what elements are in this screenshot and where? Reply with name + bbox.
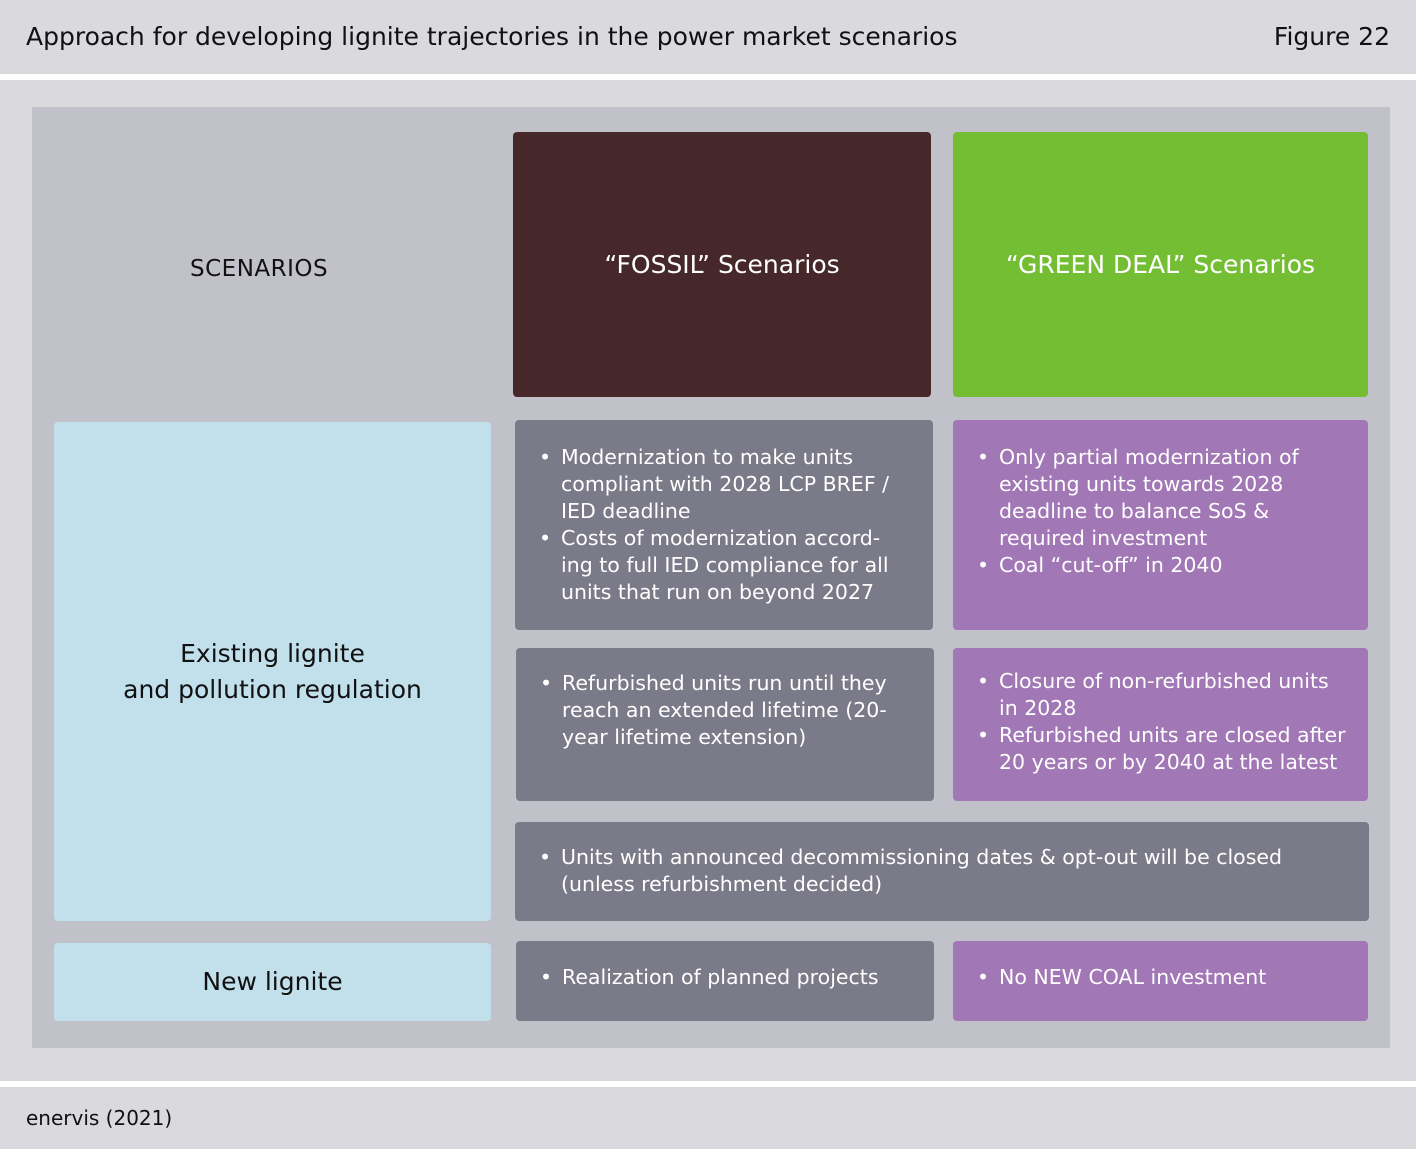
new-lignite-label: New lignite xyxy=(202,967,343,996)
header-divider xyxy=(0,74,1416,80)
bullet-item: Refurbished units are closed after 20 ye… xyxy=(953,722,1348,776)
green-new-lignite-cell: No NEW COAL investment xyxy=(953,941,1368,1021)
green-deal-scenarios-title: “GREEN DEAL” Scenarios xyxy=(1005,250,1316,279)
green-modernization-cell: Only partial modernization of existing u… xyxy=(953,420,1368,630)
bullet-item: Realization of planned projects xyxy=(516,964,934,991)
fossil-scenarios-header: “FOSSIL” Scenarios xyxy=(513,132,931,397)
bullet-item: Refurbished units run until they reach a… xyxy=(516,670,904,751)
bullet-item: Costs of modernization accord-ing to ful… xyxy=(515,525,903,606)
fossil-modernization-cell: Modernization to make units compliant wi… xyxy=(515,420,933,630)
existing-lignite-row-label: Existing lignite and pollution regulatio… xyxy=(54,422,491,921)
figure-header: Approach for developing lignite trajecto… xyxy=(0,0,1416,74)
figure-number: Figure 22 xyxy=(1273,22,1390,51)
shared-decommissioning-cell: Units with announced decommissioning dat… xyxy=(515,822,1369,921)
fossil-lifetime-cell: Refurbished units run until they reach a… xyxy=(516,648,934,801)
scenarios-label: SCENARIOS xyxy=(190,256,329,282)
green-deal-scenarios-header: “GREEN DEAL” Scenarios xyxy=(953,132,1368,397)
green-lifetime-cell: Closure of non-refurbished units in 2028… xyxy=(953,648,1368,801)
bullet-item: Only partial modernization of existing u… xyxy=(953,444,1328,552)
fossil-new-lignite-cell: Realization of planned projects xyxy=(516,941,934,1021)
new-lignite-row-label: New lignite xyxy=(54,943,491,1021)
footer-divider xyxy=(0,1081,1416,1087)
bullet-item: Coal “cut-off” in 2040 xyxy=(953,552,1328,579)
bullet-item: Units with announced decommissioning dat… xyxy=(515,844,1299,898)
source-note: enervis (2021) xyxy=(26,1106,173,1130)
bullet-item: Closure of non-refurbished units in 2028 xyxy=(953,668,1348,722)
fossil-scenarios-title: “FOSSIL” Scenarios xyxy=(604,250,840,279)
existing-lignite-line-2: and pollution regulation xyxy=(123,674,422,704)
bullet-item: No NEW COAL investment xyxy=(953,964,1368,991)
figure-title: Approach for developing lignite trajecto… xyxy=(26,22,958,51)
bullet-item: Modernization to make units compliant wi… xyxy=(515,444,903,525)
existing-lignite-line-1: Existing lignite xyxy=(180,638,365,668)
